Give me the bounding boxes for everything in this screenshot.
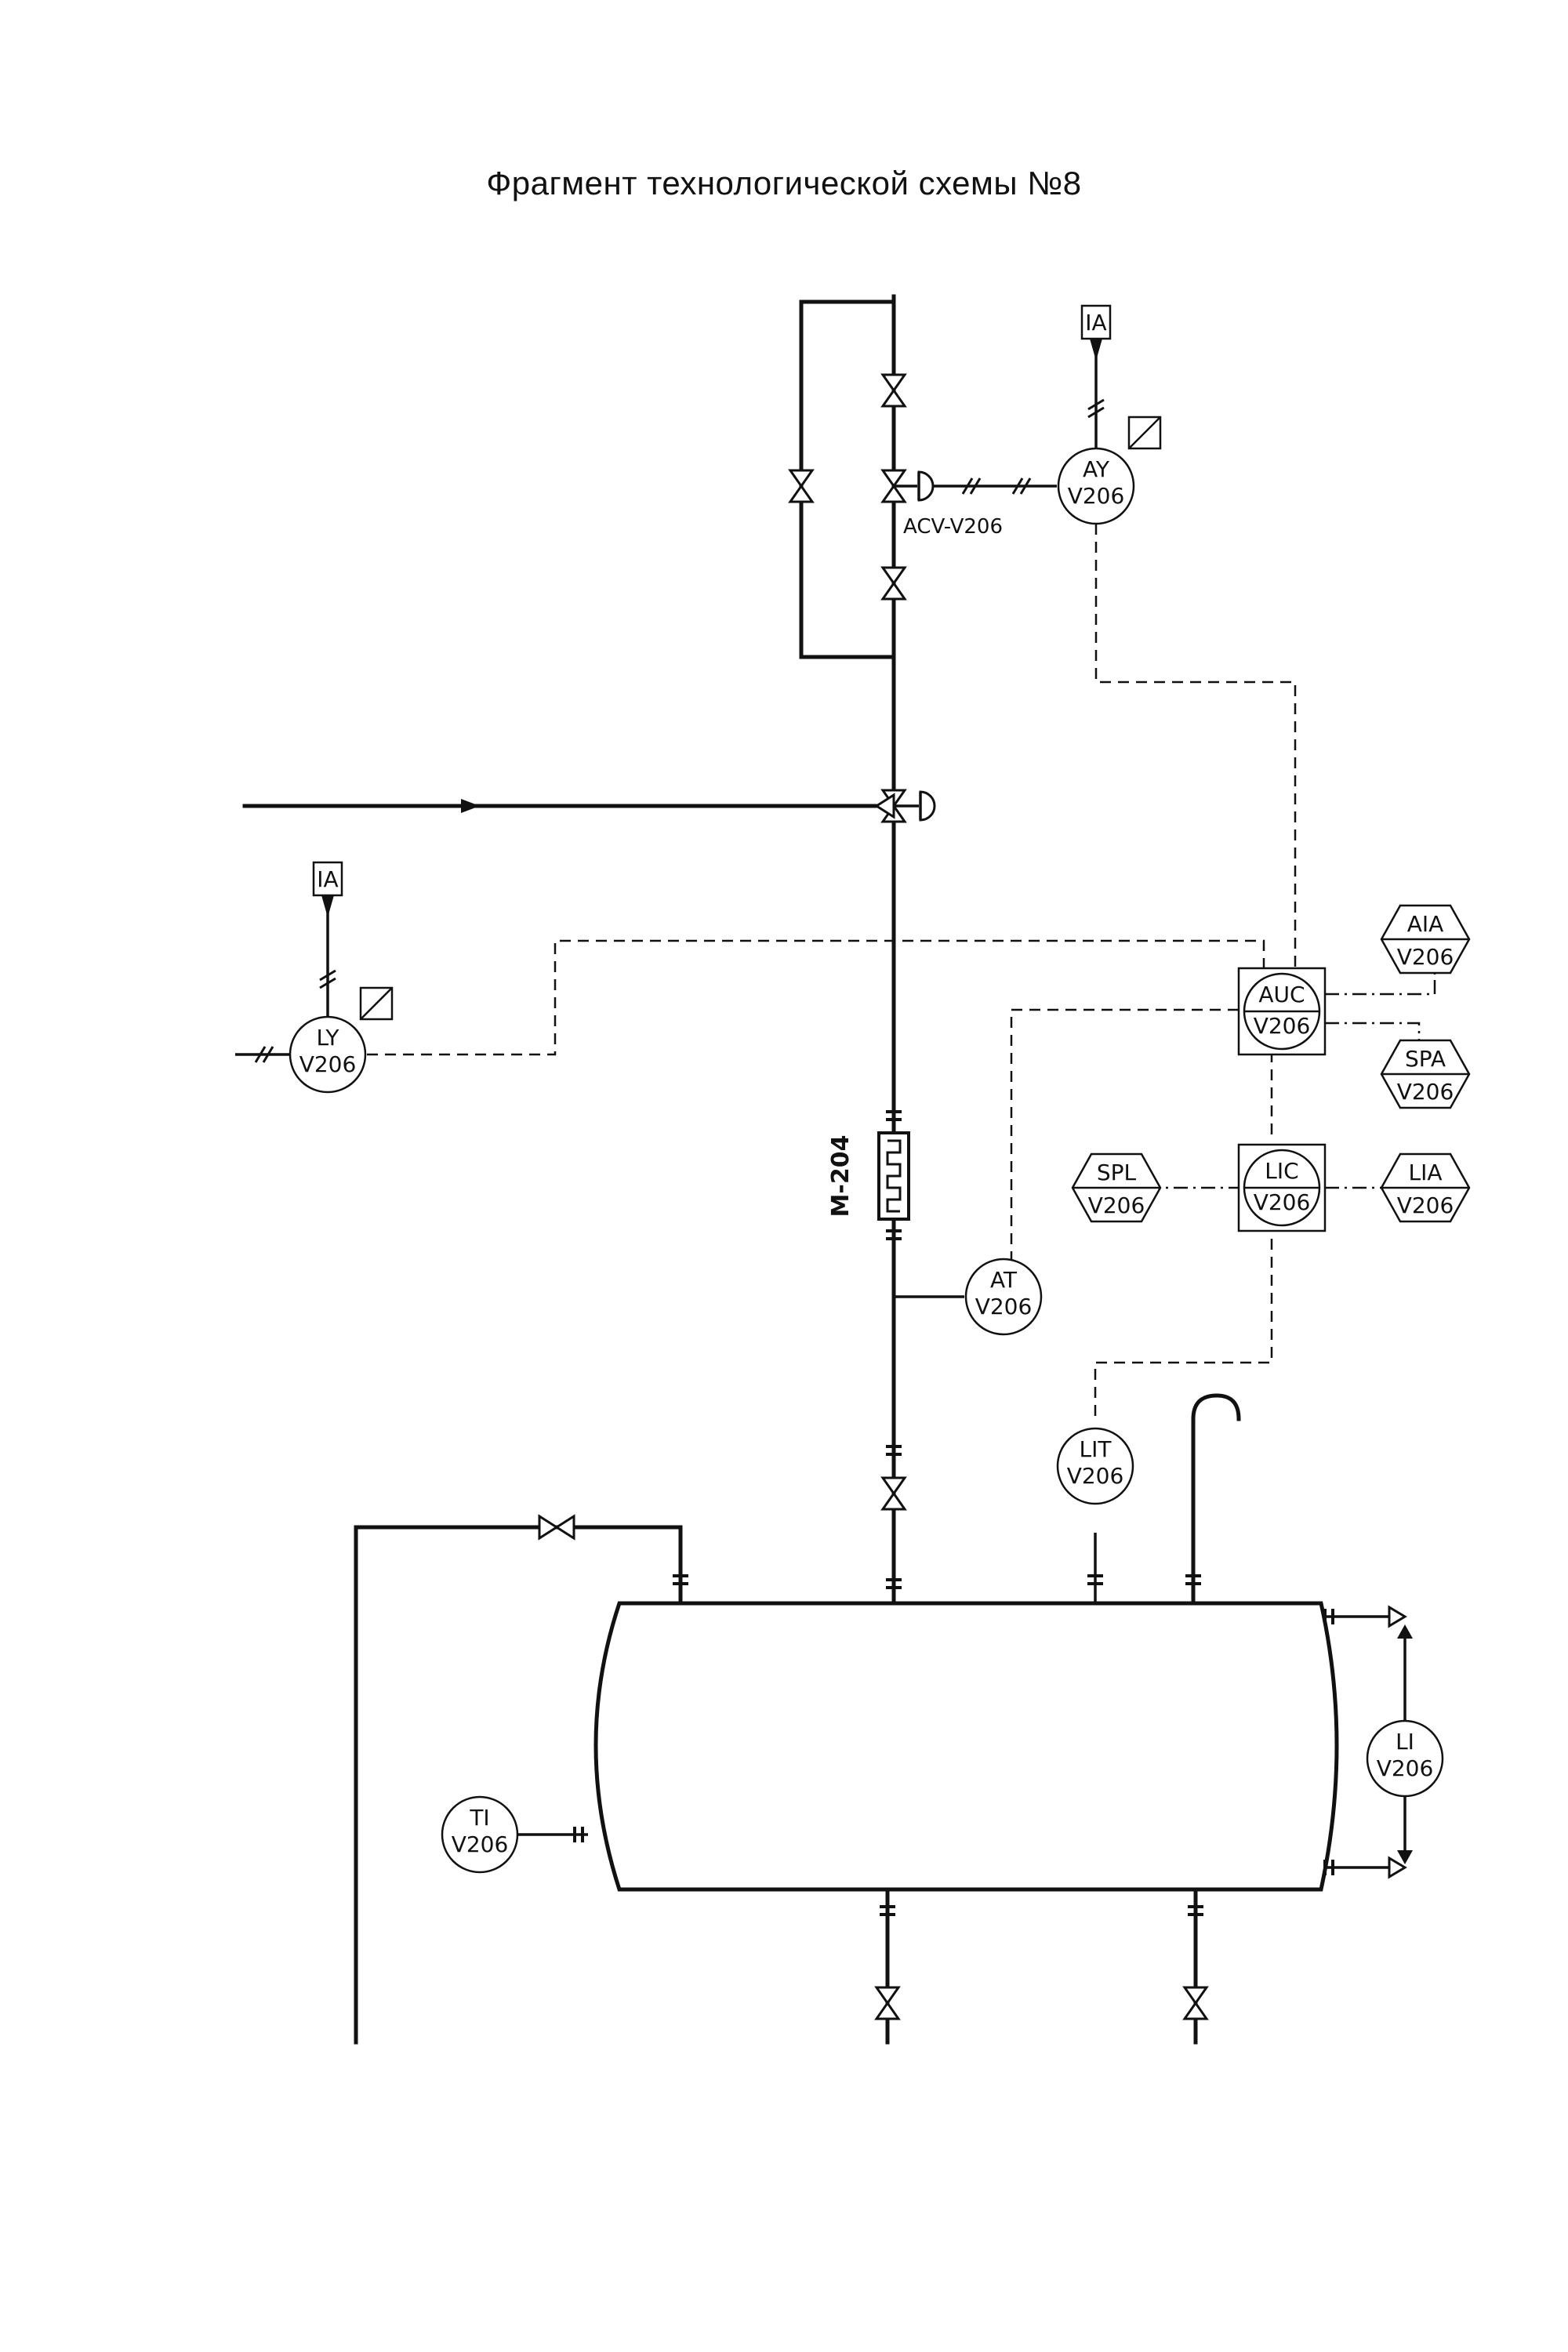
svg-text:AIA: AIA: [1407, 911, 1444, 937]
svg-text:V206: V206: [1254, 1013, 1311, 1039]
svg-text:V206: V206: [1088, 1192, 1145, 1218]
mixer-label: M-204: [827, 1135, 855, 1218]
instrument-lic[interactable]: LIC V206: [1237, 1143, 1327, 1232]
gate-valve-icon[interactable]: [1183, 1986, 1208, 2020]
instrument-li[interactable]: LI V206: [1366, 1719, 1444, 1798]
gate-valve-icon[interactable]: [881, 1476, 906, 1511]
svg-text:TI: TI: [469, 1805, 489, 1831]
svg-text:V206: V206: [975, 1294, 1033, 1319]
control-valve-acv[interactable]: [881, 469, 935, 503]
air-supply-ia: IA: [1080, 304, 1112, 361]
gate-valve-icon[interactable]: [789, 469, 814, 503]
signal-lines: [235, 337, 1436, 1419]
svg-text:LIT: LIT: [1080, 1436, 1112, 1462]
instrument-spl[interactable]: SPL V206: [1071, 1152, 1162, 1223]
svg-text:AT: AT: [990, 1267, 1018, 1293]
gate-valve-icon[interactable]: [538, 1515, 575, 1540]
mixer-m204: M-204: [827, 1131, 910, 1221]
svg-text:AUC: AUC: [1258, 982, 1305, 1007]
instrument-lia[interactable]: LIA V206: [1380, 1152, 1471, 1223]
svg-text:V206: V206: [1397, 1192, 1454, 1218]
svg-text:LY: LY: [317, 1025, 340, 1051]
instrument-at[interactable]: AT V206: [964, 1258, 1043, 1336]
svg-text:IA: IA: [1085, 310, 1106, 336]
gate-valve-icon[interactable]: [881, 373, 906, 408]
instrument-ay[interactable]: AY V206: [1057, 416, 1162, 525]
svg-text:V206: V206: [1068, 483, 1125, 509]
svg-text:V206: V206: [1377, 1755, 1434, 1781]
svg-text:AY: AY: [1083, 456, 1110, 482]
instrument-ti[interactable]: TI V206: [441, 1795, 519, 1874]
svg-text:V206: V206: [1067, 1463, 1124, 1489]
instrument-aia[interactable]: AIA V206: [1380, 904, 1471, 975]
svg-text:IA: IA: [317, 866, 338, 892]
vessel-v206: [593, 1601, 1339, 1892]
instrument-lit[interactable]: LIT V206: [1056, 1427, 1134, 1505]
control-valve-label: ACV-V206: [903, 515, 1003, 539]
instrument-ly[interactable]: LY V206: [289, 986, 394, 1094]
svg-text:SPL: SPL: [1097, 1160, 1137, 1185]
svg-text:LIC: LIC: [1265, 1158, 1298, 1184]
svg-text:V206: V206: [1254, 1189, 1311, 1215]
page-title: Фрагмент технологической схемы №8: [486, 165, 1082, 201]
air-supply-ia: IA: [312, 861, 343, 917]
svg-text:LIA: LIA: [1408, 1160, 1442, 1185]
instrument-spa[interactable]: SPA V206: [1380, 1039, 1471, 1109]
gate-valve-icon[interactable]: [881, 566, 906, 601]
svg-text:SPA: SPA: [1405, 1046, 1446, 1072]
gate-valve-icon[interactable]: [875, 1986, 900, 2020]
svg-text:LI: LI: [1396, 1729, 1414, 1755]
svg-text:V206: V206: [1397, 1079, 1454, 1105]
svg-text:V206: V206: [299, 1051, 357, 1077]
svg-text:V206: V206: [452, 1831, 509, 1857]
instrument-auc[interactable]: AUC V206: [1237, 967, 1327, 1056]
svg-text:V206: V206: [1397, 944, 1454, 970]
control-valve-level[interactable]: [874, 789, 936, 823]
